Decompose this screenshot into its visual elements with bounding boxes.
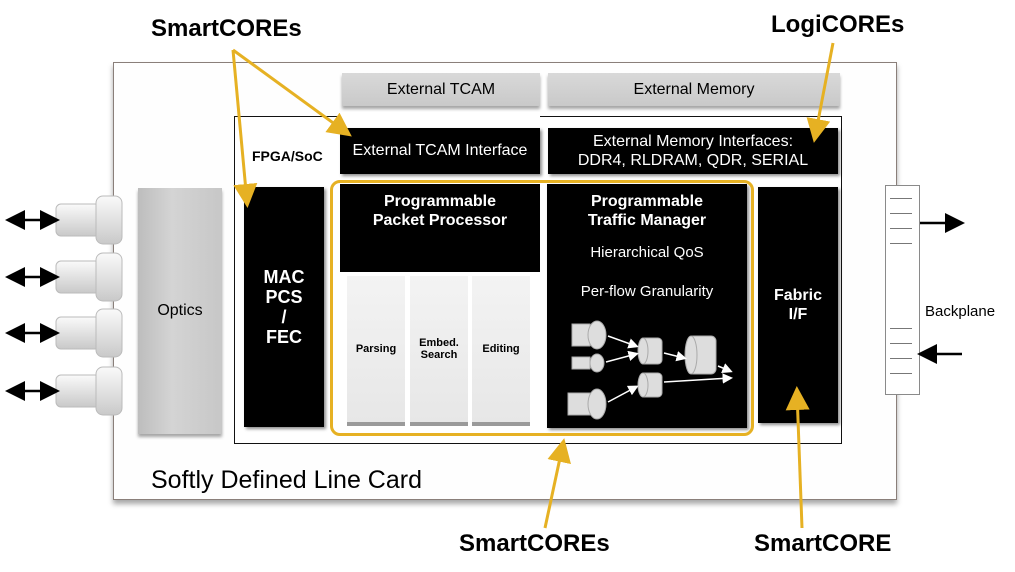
pcs-label: PCS [265,287,303,307]
external-tcam-label: External TCAM [386,80,496,98]
stage-label: Editing [482,343,520,355]
callout-arrow-to-memory-interfaces [806,42,835,143]
stage-editing: Editing [472,276,530,426]
external-tcam-block: External TCAM [342,73,540,106]
callout-arrow-to-fabric [785,386,810,529]
optical-connector [5,195,123,245]
fpga-boundary-gap [340,112,540,120]
mac-pcs-fec-block: MAC PCS / FEC [244,187,324,427]
fpga-soc-label: FPGA/SoC [252,148,323,164]
callout-arrow-to-mac [231,49,258,208]
tm-title-line1: Programmable [590,193,704,210]
external-memory-block: External Memory [548,73,840,106]
stage-label: Embed. [419,337,459,349]
external-memory-interfaces-block: External Memory Interfaces: DDR4, RLDRAM… [548,128,838,174]
connector-pin [890,343,912,344]
optical-connectors [5,195,123,416]
stage-label-2: Search [420,349,458,361]
stage-parsing: Parsing [347,276,405,426]
fec-label: FEC [266,327,302,347]
tm-feature-granularity: Per-flow Granularity [580,283,714,300]
line-card-title: Softly Defined Line Card [151,466,422,494]
backplane-connector [885,185,920,395]
connector-pin [890,358,912,359]
queue-hierarchy-icon [567,320,733,420]
stage-embedded-search: Embed.Search [410,276,468,426]
tm-feature-qos: Hierarchical QoS [590,244,704,261]
backplane-label: Backplane [925,303,996,320]
optics-block: Optics [138,188,222,434]
callout-arrow-to-smartcores [543,438,571,529]
mac-label: MAC [263,267,305,287]
smartcores-highlight-border [330,180,754,436]
connector-pin [890,228,912,229]
stage-label: Parsing [355,343,397,355]
optical-connector [5,252,123,302]
fabric-label: Fabric [773,287,822,304]
if-label: I/F [788,306,808,323]
connector-pin [890,198,912,199]
memory-interfaces-types: DDR4, RLDRAM, QDR, SERIAL [577,152,809,169]
ppp-title-line2: Packet Processor [372,212,508,229]
callout-smartcores-bottom: SmartCOREs [459,530,610,557]
callout-logicores: LogiCOREs [771,11,905,38]
optical-connector [5,308,123,358]
optical-connector [5,366,123,416]
connector-pin [890,373,912,374]
connector-pin [890,243,912,244]
connector-pin [890,328,912,329]
external-memory-label: External Memory [633,80,755,98]
callout-smartcore-bottom: SmartCORE [754,530,892,557]
callout-smartcores-top: SmartCOREs [151,15,302,42]
callout-arrow-to-tcam-interface [232,48,352,137]
tm-title-line2: Traffic Manager [587,212,707,229]
ppp-title-line1: Programmable [383,193,497,210]
connector-pin [890,213,912,214]
tcam-interface-label: External TCAM Interface [352,142,528,159]
slash-label: / [281,307,287,327]
memory-interfaces-title: External Memory Interfaces: [592,133,794,150]
optics-label: Optics [157,302,203,319]
fabric-interface-block: Fabric I/F [758,187,838,423]
packet-processor-header: Programmable Packet Processor [340,184,540,272]
external-tcam-interface-block: External TCAM Interface [340,128,540,174]
